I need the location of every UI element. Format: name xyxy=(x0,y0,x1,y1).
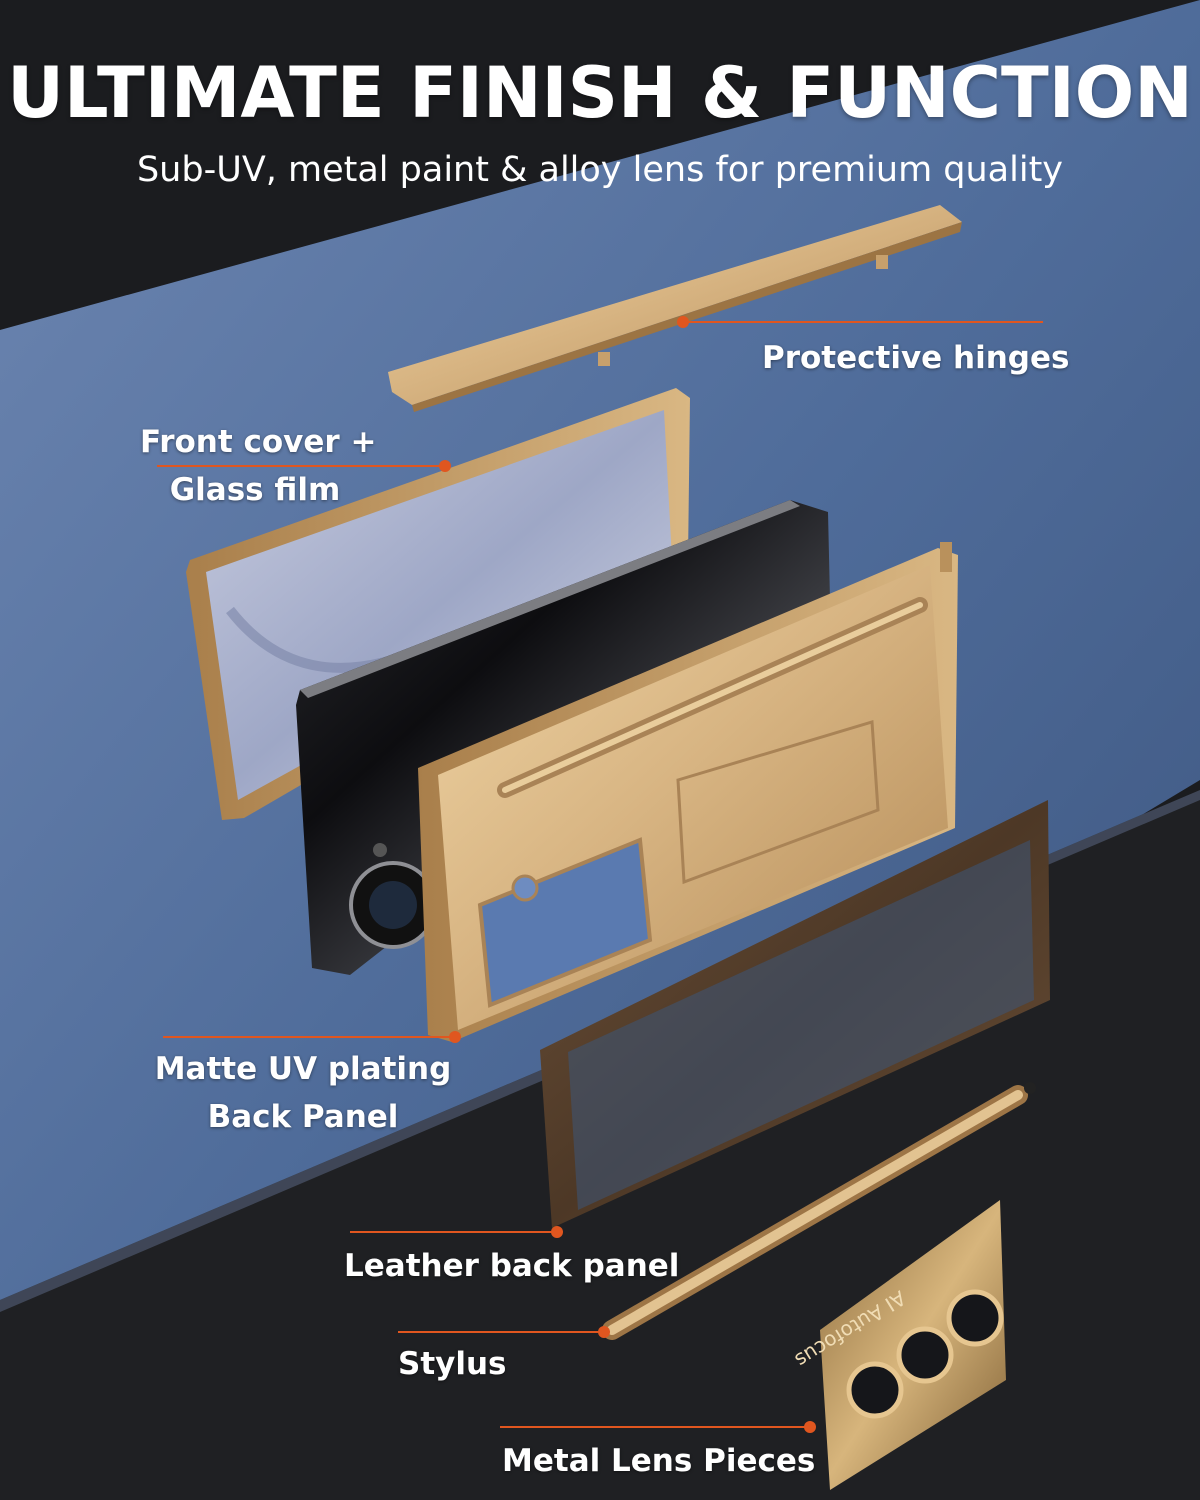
callout-stylus: Stylus xyxy=(398,1346,507,1382)
callout-front-cover-line2: Glass film xyxy=(169,472,341,508)
callout-front-cover: Front cover + Glass film xyxy=(140,418,377,514)
metal-lens-plate-icon: AI Autofocus xyxy=(791,1200,1006,1490)
callout-back-panel-line1: Matte UV plating xyxy=(154,1051,452,1087)
page-subtitle: Sub-UV, metal paint & alloy lens for pre… xyxy=(136,150,1064,190)
page-title: ULTIMATE FINISH & FUNCTION xyxy=(7,52,1193,134)
callout-metal-lens-pieces: Metal Lens Pieces xyxy=(502,1443,816,1479)
leather-panel-icon xyxy=(540,800,1050,1228)
stylus-pen-icon xyxy=(602,1082,1036,1340)
callout-protective-hinges: Protective hinges xyxy=(762,340,1070,376)
callout-back-panel-line2: Back Panel xyxy=(207,1099,399,1135)
hinge-bar-icon xyxy=(388,205,962,412)
gold-back-case-icon xyxy=(418,542,958,1042)
callout-back-panel: Matte UV plating Back Panel xyxy=(150,1045,456,1141)
callout-leather-back-panel: Leather back panel xyxy=(344,1248,680,1284)
callout-lines xyxy=(157,316,1043,1433)
callout-front-cover-line1: Front cover + xyxy=(140,424,377,460)
